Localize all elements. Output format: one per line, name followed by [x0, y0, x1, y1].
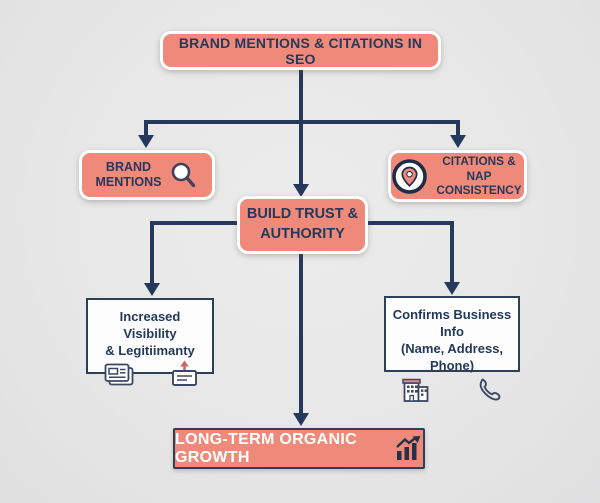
- connector-to-brand-mentions: [144, 120, 148, 137]
- brand-mentions-line2: MENTIONS: [95, 175, 162, 189]
- node-growth-label: LONG-TERM ORGANIC GROWTH: [175, 430, 357, 466]
- visibility-icons: [94, 360, 206, 389]
- connector-to-business-info: [450, 221, 454, 283]
- arrowhead-citations: [450, 135, 466, 148]
- card-upload-icon: [171, 360, 198, 389]
- arrowhead-build-trust: [293, 184, 309, 197]
- connector-to-visibility: [150, 221, 154, 284]
- arrowhead-brand-mentions: [138, 135, 154, 148]
- business-info-line2: (Name, Address, Phone): [400, 340, 504, 373]
- node-business-info-label: Confirms Business Info (Name, Address, P…: [392, 307, 512, 375]
- business-info-icons: [392, 375, 512, 404]
- building-icon: [400, 375, 432, 404]
- connector-trust-left-horizontal: [150, 221, 238, 225]
- connector-trust-right-horizontal: [367, 221, 454, 225]
- visibility-line1: Increased Visibility: [119, 309, 181, 341]
- node-root: BRAND MENTIONS & CITATIONS IN SEO: [160, 31, 441, 70]
- node-citations-label: CITATIONS & NAP CONSISTENCY: [434, 154, 524, 198]
- business-info-line1: Confirms Business Info: [392, 307, 512, 339]
- arrowhead-visibility: [144, 283, 160, 296]
- arrowhead-business-info: [444, 282, 460, 295]
- build-trust-line2: AUTHORITY: [260, 226, 345, 242]
- magnifier-icon: [168, 160, 198, 191]
- node-visibility: Increased Visibility & Legitiimanty: [86, 298, 214, 386]
- connector-branch-horizontal: [144, 120, 460, 124]
- node-build-trust: BUILD TRUST & AUTHORITY: [237, 196, 368, 254]
- connector-to-citations: [456, 120, 460, 137]
- node-business-info: Confirms Business Info (Name, Address, P…: [384, 296, 520, 402]
- node-brand-mentions-label: BRAND MENTIONS: [96, 160, 162, 190]
- location-pin-icon: [391, 158, 428, 195]
- node-brand-mentions: BRAND MENTIONS: [79, 150, 215, 200]
- build-trust-line1: BUILD TRUST &: [246, 206, 359, 223]
- node-citations: CITATIONS & NAP CONSISTENCY: [388, 150, 527, 202]
- growth-chart-icon: [394, 436, 423, 461]
- node-visibility-label: Increased Visibility & Legitiimanty: [94, 309, 206, 360]
- newspaper-icon: [102, 362, 136, 389]
- node-build-trust-label: BUILD TRUST & AUTHORITY: [247, 205, 358, 244]
- phone-icon: [475, 375, 504, 404]
- arrowhead-growth: [293, 413, 309, 426]
- node-growth: LONG-TERM ORGANIC GROWTH: [173, 428, 425, 469]
- connector-to-growth: [299, 253, 303, 415]
- connector-root-trunk: [299, 68, 303, 186]
- visibility-line2: & Legitiimanty: [105, 342, 195, 358]
- citations-line2: CONSISTENCY: [436, 183, 522, 198]
- citations-line1: CITATIONS & NAP: [442, 153, 516, 183]
- node-root-label: BRAND MENTIONS & CITATIONS IN SEO: [178, 34, 423, 67]
- brand-mentions-line1: BRAND: [105, 160, 152, 174]
